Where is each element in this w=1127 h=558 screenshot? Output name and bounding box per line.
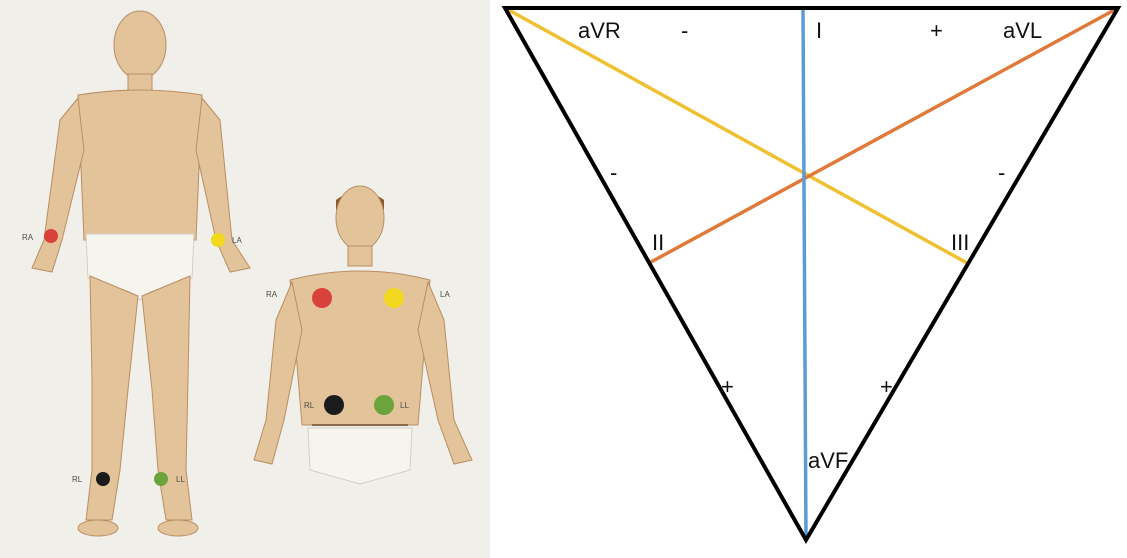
standing-ll-label: LL <box>176 475 185 484</box>
torso-ra-electrode <box>312 288 332 308</box>
electrode-placement-illustration: RA LA RL LL RA LA RL LL <box>0 0 490 558</box>
standing-rl-electrode <box>96 472 110 486</box>
torso-rl-electrode <box>324 395 344 415</box>
avf-axis-line <box>803 8 806 540</box>
torso-rl-label: RL <box>304 401 315 410</box>
torso-ra-label: RA <box>266 290 278 299</box>
torso-la-electrode <box>384 288 404 308</box>
standing-la-electrode <box>211 233 225 247</box>
avf-label: aVF <box>808 448 848 473</box>
torso-ll-label: LL <box>400 401 409 410</box>
avl-label: aVL <box>1003 18 1042 43</box>
standing-left-foot <box>158 520 198 536</box>
sign-right-upper: - <box>998 160 1005 185</box>
standing-ll-electrode <box>154 472 168 486</box>
sign-top-left: - <box>681 18 688 43</box>
avl-axis-line <box>651 8 1118 262</box>
standing-head <box>114 11 166 79</box>
standing-la-label: LA <box>232 236 242 245</box>
torso-neck <box>348 246 372 266</box>
avr-axis-line <box>505 8 967 263</box>
lead-i-label: I <box>816 18 822 43</box>
sign-left-lower: + <box>721 374 734 399</box>
standing-rl-label: RL <box>72 475 83 484</box>
sign-top-right: + <box>930 18 943 43</box>
torso-head <box>336 186 384 250</box>
avr-label: aVR <box>578 18 621 43</box>
lead-ii-label: II <box>652 230 664 255</box>
standing-ra-label: RA <box>22 233 34 242</box>
standing-ra-electrode <box>44 229 58 243</box>
einthoven-triangle: aVR - I + aVL - - II III + + aVF <box>505 8 1118 540</box>
sign-left-upper: - <box>610 160 617 185</box>
torso-la-label: LA <box>440 290 450 299</box>
torso-ll-electrode <box>374 395 394 415</box>
sign-right-lower: + <box>880 374 893 399</box>
standing-torso <box>78 90 202 240</box>
standing-right-foot <box>78 520 118 536</box>
lead-iii-label: III <box>951 230 969 255</box>
